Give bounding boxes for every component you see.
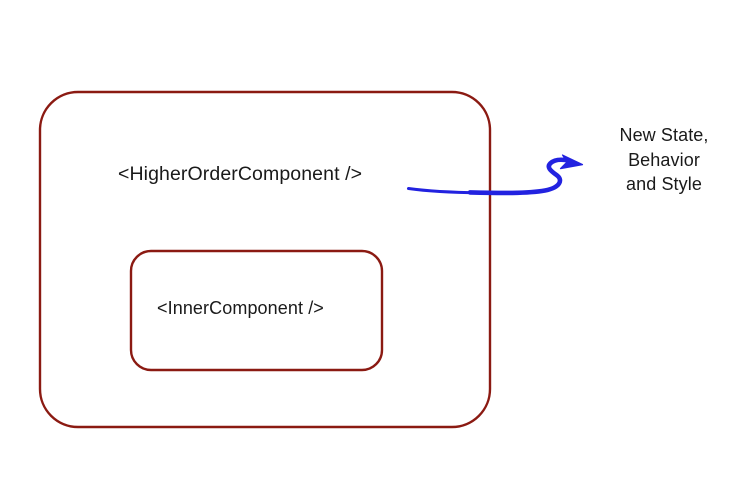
inner-component-label: <InnerComponent /> (157, 298, 324, 318)
curved-output-arrow (406, 154, 584, 196)
outer-component-box[interactable] (38, 90, 492, 429)
annotation-line-1: New State, (619, 125, 709, 145)
inner-component-box[interactable] (129, 249, 384, 372)
annotation-line-2: Behavior (628, 149, 700, 170)
outer-component-label: <HigherOrderComponent /> (118, 163, 363, 185)
annotation-line-3: and Style (626, 174, 702, 194)
arrow-head-icon (559, 154, 584, 170)
arrow-body-path (467, 157, 573, 196)
annotation-text: New State, Behavior and Style (600, 123, 728, 197)
